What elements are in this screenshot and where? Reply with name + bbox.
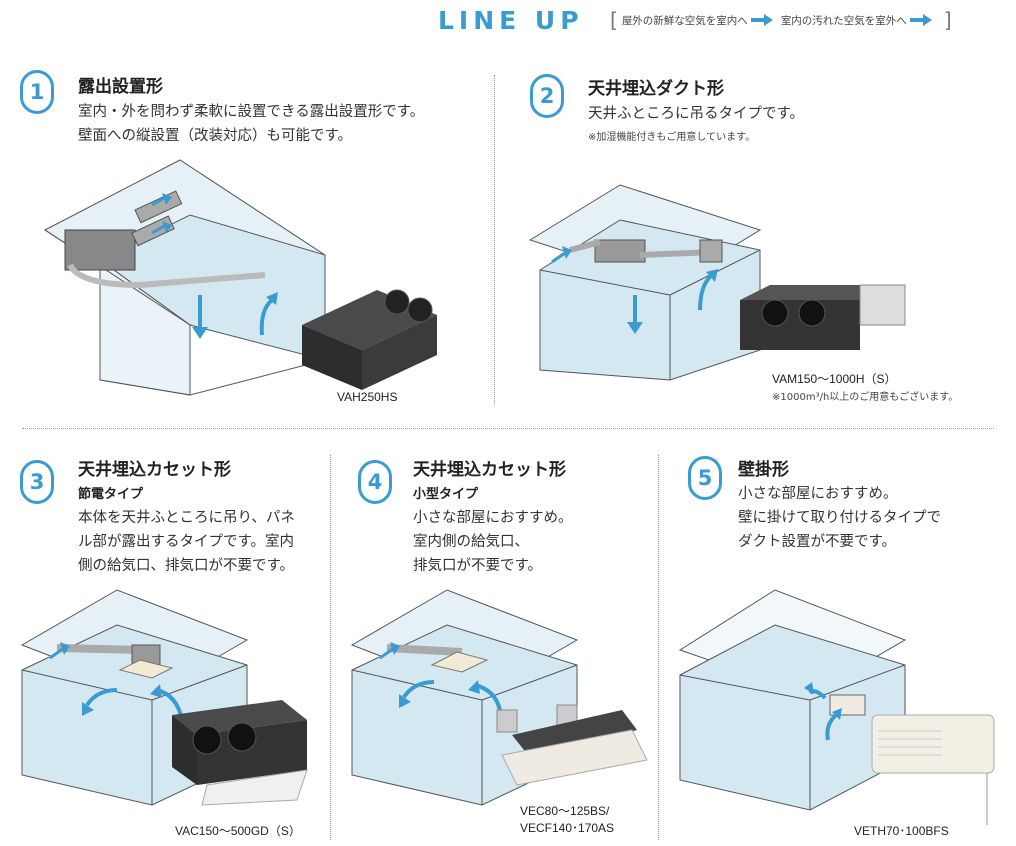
page-title: LINE UP	[438, 6, 584, 35]
product-model: VAC150～500GD（S）	[175, 824, 301, 838]
product-description: 室内・外を問わず柔軟に設置できる露出設置形です。 壁面への縦設置（改装対応）も可…	[78, 100, 424, 148]
divider-vertical-top	[494, 75, 495, 405]
description-line: 排気口が不要です。	[413, 558, 543, 574]
legend-inflow-label: 屋外の新鮮な空気を室内へ	[621, 14, 748, 27]
room-illustration	[528, 184, 906, 381]
product-name: 天井埋込ダクト形	[588, 79, 724, 99]
description-line: ダクト設置が不要です。	[738, 534, 897, 550]
product-description: 天井ふところに吊るタイプです。	[588, 106, 805, 122]
divider-vertical-bottom-1	[330, 455, 331, 840]
product-subtitle: 節電タイプ	[78, 487, 144, 502]
description-line: 壁に掛けて取り付けるタイプで	[738, 510, 941, 526]
legend-outflow-label: 室内の汚れた空気を室外へ	[780, 14, 907, 27]
product-model: VEC80～125BS/ VECF140･170AS	[520, 803, 614, 837]
description-line: 側の給気口、排気口が不要です。	[78, 558, 295, 574]
product-note-2: ※1000m³/h以上のご用意もございます。	[772, 392, 959, 403]
description-line: ル部が露出するタイプです。室内	[78, 534, 295, 550]
divider-horizontal	[22, 428, 994, 429]
legend-bracket-open: [	[610, 8, 618, 32]
description-line: 室内・外を問わず柔軟に設置できる露出設置形です。	[78, 104, 425, 120]
description-line: 壁面への縦設置（改装対応）も可能です。	[78, 128, 353, 144]
product-subtitle: 小型タイプ	[413, 487, 479, 502]
room-illustration	[44, 159, 437, 396]
product-description: 小さな部屋におすすめ。 室内側の給気口、 排気口が不要です。	[413, 506, 573, 578]
description-line: 小さな部屋におすすめ。	[413, 510, 573, 526]
outflow-arrow-icon	[909, 14, 932, 26]
product-model: VAM150～1000H（S）	[772, 372, 897, 386]
model-line: VEC80～125BS/	[520, 804, 610, 818]
inflow-arrow-icon	[750, 14, 773, 26]
product-number-badge: 4	[358, 460, 392, 504]
product-note: ※加湿機能付きもご用意しています。	[588, 132, 756, 143]
description-line: 本体を天井ふところに吊り、パネ	[78, 510, 295, 526]
product-model: VETH70･100BFS	[854, 824, 949, 838]
legend-bracket-close: ]	[943, 8, 952, 32]
divider-vertical-bottom-2	[658, 455, 659, 840]
product-name: 天井埋込カセット形	[78, 460, 231, 480]
product-description: 本体を天井ふところに吊り、パネ ル部が露出するタイプです。室内 側の給気口、排気…	[78, 506, 295, 578]
product-number-badge: 3	[20, 460, 54, 504]
description-line: 小さな部屋におすすめ。	[738, 486, 898, 502]
product-number-badge: 1	[20, 70, 54, 114]
product-description: 小さな部屋におすすめ。 壁に掛けて取り付けるタイプで ダクト設置が不要です。	[738, 482, 941, 554]
product-name: 壁掛形	[738, 460, 789, 480]
airflow-legend: [ 屋外の新鮮な空気を室内へ 室内の汚れた空気を室外へ ]	[606, 10, 956, 30]
room-illustration	[350, 589, 648, 806]
product-number-badge: 5	[688, 456, 722, 500]
room-illustration	[678, 589, 995, 825]
description-line: 室内側の給気口、	[413, 534, 529, 550]
product-number-badge: 2	[530, 74, 564, 118]
product-model: VAH250HS	[337, 390, 398, 404]
room-illustration	[20, 589, 308, 806]
product-name: 天井埋込カセット形	[413, 460, 566, 480]
model-line: VECF140･170AS	[520, 821, 615, 835]
product-name: 露出設置形	[78, 77, 163, 97]
